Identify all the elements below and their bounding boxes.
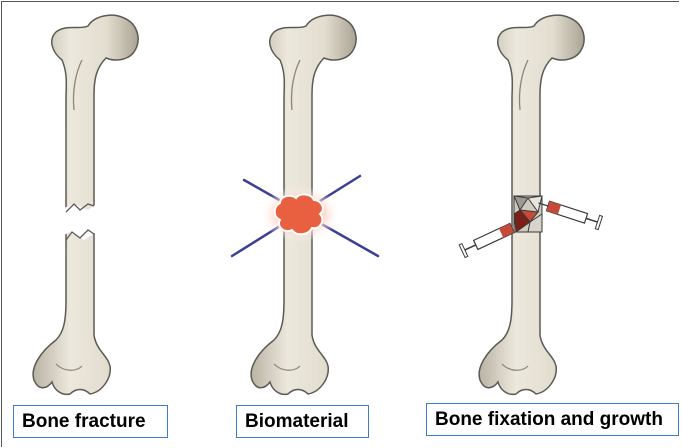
regenerating-tissue: [514, 196, 542, 232]
caption-biomaterial: Biomaterial: [236, 405, 369, 438]
femur-fixation: [459, 15, 602, 394]
caption-bone-fixation: Bone fixation and growth: [426, 403, 679, 436]
caption-bone-fracture: Bone fracture: [13, 405, 168, 438]
fractured-femur: [33, 15, 138, 394]
femur-with-biomaterial: [232, 15, 378, 394]
biomaterial-blob: [275, 194, 323, 234]
syringe-right: [536, 196, 602, 229]
syringe-left: [459, 222, 515, 258]
